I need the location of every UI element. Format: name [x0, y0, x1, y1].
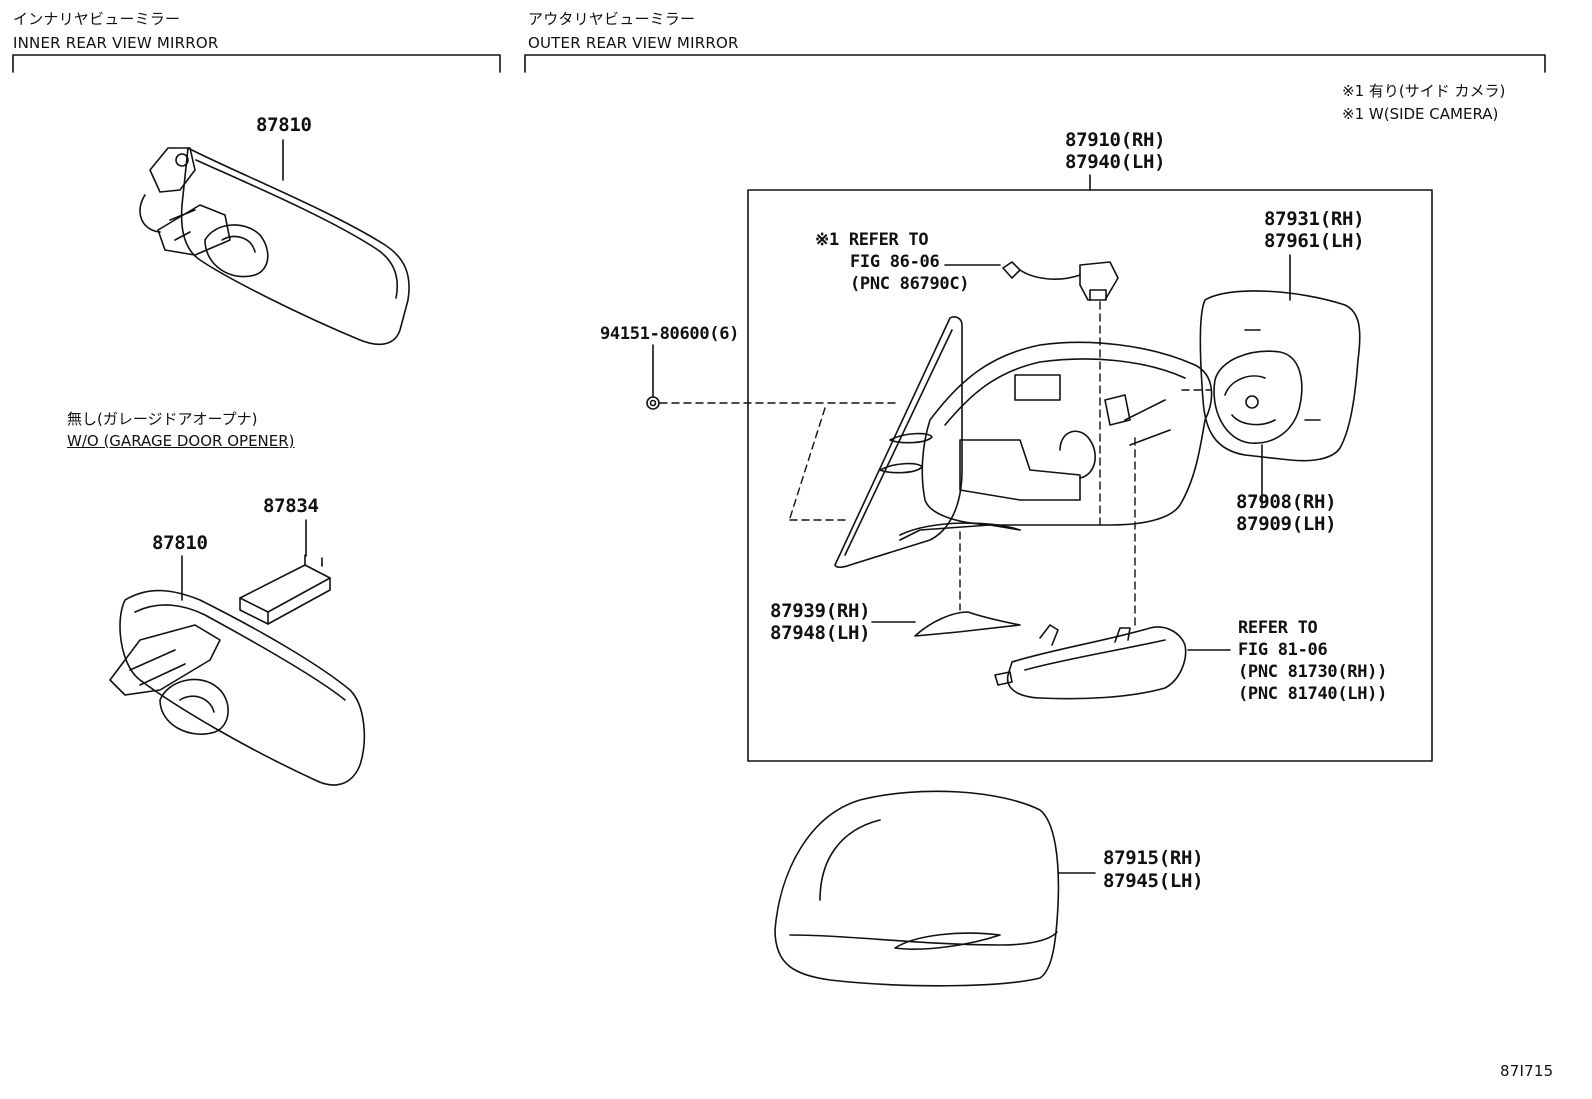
- part-number-87908[interactable]: 87908(RH): [1236, 491, 1337, 513]
- camera-reference-line-2[interactable]: FIG 86-06: [850, 252, 940, 272]
- inner-section-bracket: [12, 54, 501, 73]
- inner-mirror-bottom-drawing: [109, 589, 366, 786]
- mirror-glass-drawing: [1199, 290, 1361, 462]
- garage-note-jp: 無し(ガレージドアオープナ): [67, 410, 258, 428]
- part-number-87948[interactable]: 87948(LH): [770, 622, 871, 644]
- part-number-87810-top[interactable]: 87810: [256, 114, 312, 136]
- screw-drawing: [646, 396, 660, 410]
- part-number-94151[interactable]: 94151-80600(6): [600, 324, 740, 344]
- outer-housing-drawing: [899, 341, 1213, 541]
- figure-id: 87I715: [1500, 1062, 1554, 1080]
- part-number-87810-bottom[interactable]: 87810: [152, 532, 208, 554]
- turn-signal-lamp-drawing: [994, 624, 1187, 700]
- part-number-87945[interactable]: 87945(LH): [1103, 870, 1204, 892]
- part-number-87834[interactable]: 87834: [263, 495, 319, 517]
- outer-section-title-en: OUTER REAR VIEW MIRROR: [528, 34, 739, 52]
- side-camera-drawing: [1002, 261, 1119, 301]
- mirror-actuator-drawing: [1213, 350, 1303, 444]
- camera-reference-line-3[interactable]: (PNC 86790C): [850, 274, 970, 294]
- lamp-reference-line-1[interactable]: REFER TO: [1238, 618, 1318, 638]
- garage-note-en: W/O (GARAGE DOOR OPENER): [67, 432, 295, 450]
- part-number-87909[interactable]: 87909(LH): [1236, 513, 1337, 535]
- mirror-glass-base-drawing: [834, 316, 963, 569]
- part-number-87915[interactable]: 87915(RH): [1103, 847, 1204, 869]
- camera-note-jp: ※1 有り(サイド カメラ): [1342, 82, 1506, 100]
- camera-note-en: ※1 W(SIDE CAMERA): [1342, 105, 1499, 123]
- outer-section-title-jp: アウタリヤビューミラー: [528, 10, 696, 28]
- lamp-reference-line-4[interactable]: (PNC 81740(LH)): [1238, 684, 1388, 704]
- part-number-87939[interactable]: 87939(RH): [770, 600, 871, 622]
- inner-section-title-jp: インナリヤビューミラー: [13, 10, 181, 28]
- part-number-87940[interactable]: 87940(LH): [1065, 151, 1166, 173]
- inner-section-title-en: INNER REAR VIEW MIRROR: [13, 34, 219, 52]
- dash-glass-base: [789, 407, 846, 521]
- outer-section-bracket: [524, 54, 1546, 73]
- lamp-reference-line-2[interactable]: FIG 81-06: [1238, 640, 1328, 660]
- camera-reference-line-1[interactable]: ※1 REFER TO: [815, 230, 929, 250]
- lamp-reference-line-3[interactable]: (PNC 81730(RH)): [1238, 662, 1388, 682]
- part-number-87910[interactable]: 87910(RH): [1065, 129, 1166, 151]
- part-number-87961[interactable]: 87961(LH): [1264, 230, 1365, 252]
- garage-cover-drawing: [239, 554, 331, 625]
- mirror-cover-drawing: [774, 790, 1060, 987]
- inner-mirror-top-drawing: [139, 147, 410, 346]
- part-number-87931[interactable]: 87931(RH): [1264, 208, 1365, 230]
- cover-plate-drawing: [914, 611, 1021, 637]
